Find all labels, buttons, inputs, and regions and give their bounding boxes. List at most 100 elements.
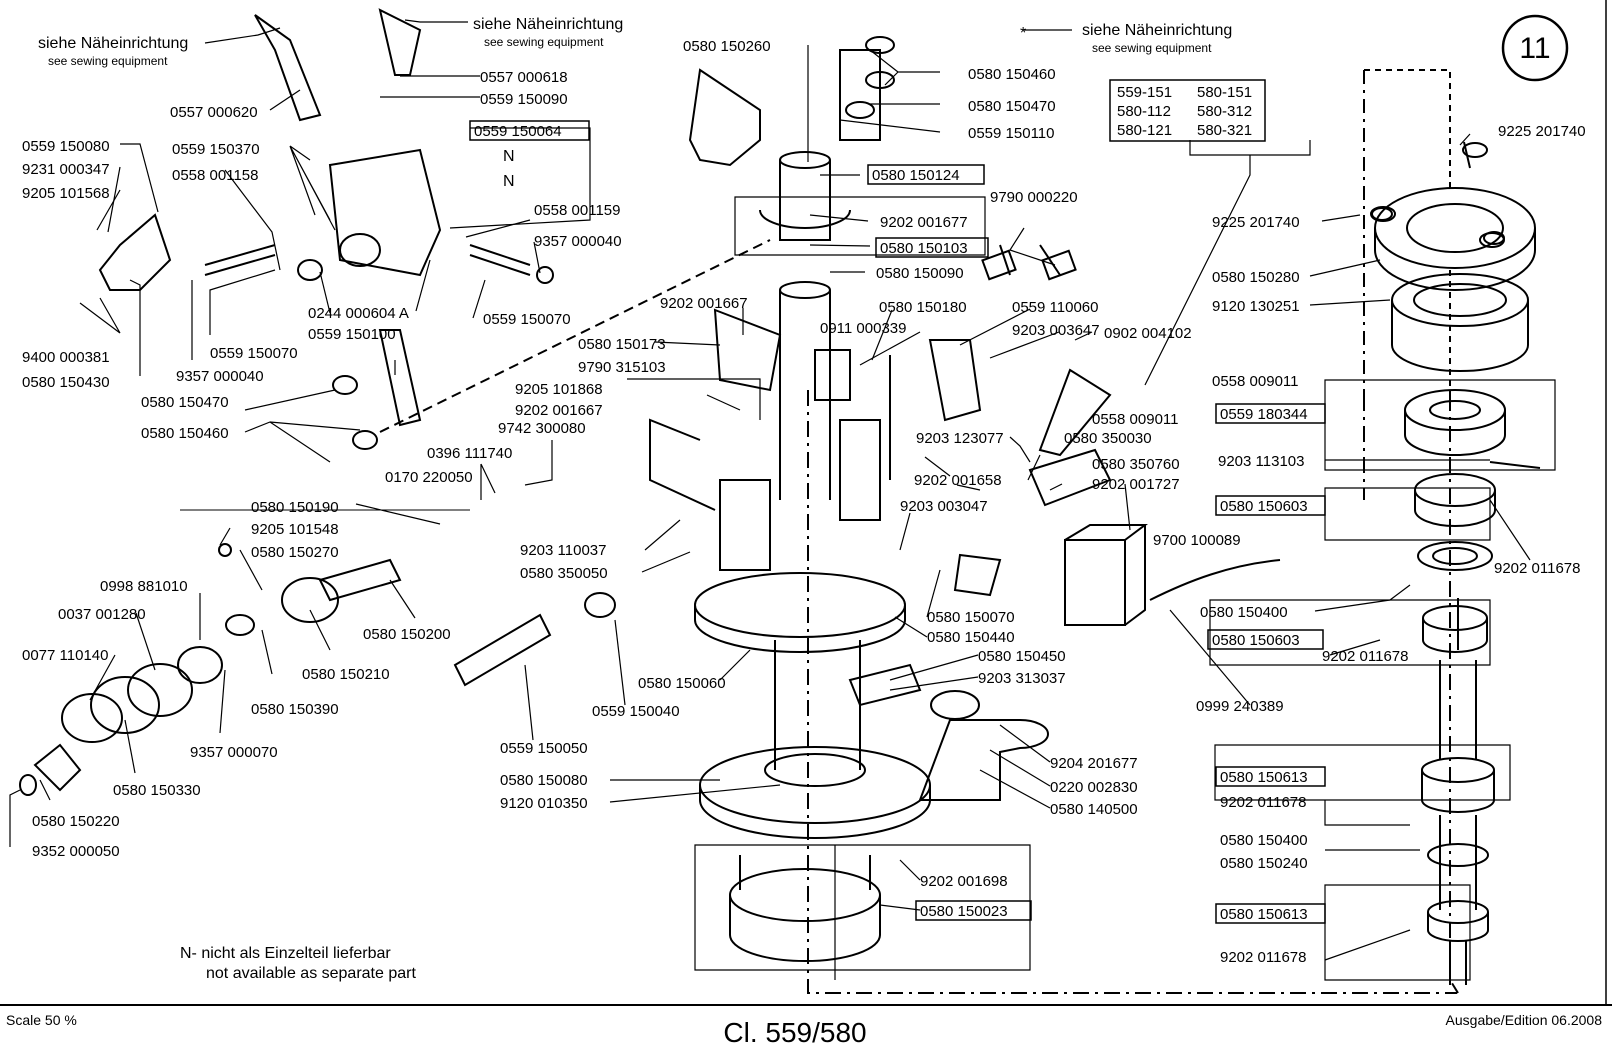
part-label: 9357 000070	[190, 744, 278, 761]
scale-label: Scale 50 %	[6, 1012, 77, 1028]
part-label: 0580 150470	[141, 394, 229, 411]
part-label: 0580 350050	[520, 565, 608, 582]
part-label: 0580 150470	[968, 98, 1056, 115]
class-table-cell: 580-312	[1197, 103, 1252, 120]
part-label: 0580 150460	[141, 425, 229, 442]
part-label: 9202 001658	[914, 472, 1002, 489]
part-label: 9205 101568	[22, 185, 110, 202]
part-label: 0559 150090	[480, 91, 568, 108]
part-label: 0559 150050	[500, 740, 588, 757]
part-label: 9203 123077	[916, 430, 1004, 447]
sewing-note-de-left: siehe Näheinrichtung	[38, 35, 188, 52]
part-label: 0902 004102	[1104, 325, 1192, 342]
part-label: 9202 001667	[660, 295, 748, 312]
class-table-cell: 580-151	[1197, 84, 1252, 101]
part-label: 9205 101868	[515, 381, 603, 398]
page-number: 11	[1519, 32, 1550, 65]
part-label: 0580 150430	[22, 374, 110, 391]
part-label: 0396 111740	[427, 445, 512, 462]
part-label: 0999 240389	[1196, 698, 1284, 715]
part-label: 0580 150390	[251, 701, 339, 718]
n-marker-1: N	[503, 148, 515, 165]
part-label: 0580 150080	[500, 772, 588, 789]
n-marker-2: N	[503, 173, 515, 190]
part-label: 0580 150460	[968, 66, 1056, 83]
class-table-cell: 580-121	[1117, 122, 1172, 139]
part-label: 0077 110140	[22, 647, 108, 664]
part-label: 0557 000620	[170, 104, 258, 121]
part-label: 0580 150190	[251, 499, 339, 516]
asterisk-marker: *	[1020, 25, 1026, 42]
part-label: 0559 150070	[210, 345, 298, 362]
sewing-note-de-right: siehe Näheinrichtung	[1082, 22, 1232, 39]
part-label: 0580 150240	[1220, 855, 1308, 872]
part-label: 0037 001280	[58, 606, 146, 623]
part-label: 9202 001727	[1092, 476, 1180, 493]
part-label: 0244 000604 A	[308, 305, 409, 322]
part-label: 9202 011678	[1220, 949, 1306, 966]
part-label: 0559 150070	[483, 311, 571, 328]
part-label: 0170 220050	[385, 469, 473, 486]
part-label: 9203 110037	[520, 542, 606, 559]
part-label: 0559 150064	[474, 123, 562, 140]
part-label: 0580 150260	[683, 38, 771, 55]
part-label: 9120 130251	[1212, 298, 1300, 315]
exploded-drawing	[19, 8, 1541, 994]
part-label: 9352 000050	[32, 843, 120, 860]
part-label: 0559 150370	[172, 141, 260, 158]
part-label: 0580 150173	[578, 336, 666, 353]
part-label: 9203 313037	[978, 670, 1066, 687]
part-label: 0580 150400	[1200, 604, 1288, 621]
part-label: 0580 150450	[978, 648, 1066, 665]
part-label: 0580 150090	[876, 265, 964, 282]
part-label: 9203 003047	[900, 498, 988, 515]
leader-lines	[9, 19, 1556, 981]
page-number-circle	[1501, 14, 1569, 82]
part-label: 0580 150124	[872, 167, 960, 184]
part-label: 9700 100089	[1153, 532, 1241, 549]
part-label: 0559 110060	[1012, 299, 1098, 316]
part-label: 9357 000040	[534, 233, 622, 250]
part-label: 0558 009011	[1212, 373, 1298, 390]
part-label: 9400 000381	[22, 349, 110, 366]
part-label: 0580 150613	[1220, 769, 1308, 786]
class-table-box	[1109, 79, 1266, 142]
part-label: 0580 150603	[1220, 498, 1308, 515]
class-table-cell: 580-112	[1117, 103, 1171, 120]
edition-label: Ausgabe/Edition 06.2008	[1446, 1012, 1603, 1028]
part-label: 9203 003647	[1012, 322, 1100, 339]
part-label: 0557 000618	[480, 69, 568, 86]
n-note-en: not available as separate part	[206, 965, 416, 982]
sewing-note-de-middle: siehe Näheinrichtung	[473, 16, 623, 33]
part-labels: 0557 000618 0557 000620 0559 150090 0559…	[22, 38, 1586, 966]
part-label: 0559 150110	[968, 125, 1054, 142]
part-label: 0558 009011	[1092, 411, 1178, 428]
part-label: 9204 201677	[1050, 755, 1138, 772]
page-title: Cl. 559/580	[723, 1017, 866, 1048]
part-label: 0911 000339	[820, 320, 906, 337]
part-label: 0580 150070	[927, 609, 1015, 626]
part-label: 0580 150060	[638, 675, 726, 692]
part-label: 0559 180344	[1220, 406, 1308, 423]
part-label: 9202 011678	[1220, 794, 1306, 811]
part-label: 0220 002830	[1050, 779, 1138, 796]
part-label: 0580 150103	[880, 240, 968, 257]
part-label: 0580 150400	[1220, 832, 1308, 849]
part-label: 9205 101548	[251, 521, 339, 538]
sewing-note-en-middle: see sewing equipment	[484, 35, 604, 49]
part-label: 0580 150210	[302, 666, 390, 683]
part-label: 0580 150440	[927, 629, 1015, 646]
part-label: 0559 150040	[592, 703, 680, 720]
part-label: 0580 350760	[1092, 456, 1180, 473]
sewing-note-en-right: see sewing equipment	[1092, 41, 1212, 55]
part-label: 9357 000040	[176, 368, 264, 385]
part-label: 0558 001159	[534, 202, 620, 219]
part-label: 0580 150330	[113, 782, 201, 799]
part-label: 9225 201740	[1212, 214, 1300, 231]
part-label: 0580 150023	[920, 903, 1008, 920]
part-label: 0580 150200	[363, 626, 451, 643]
n-note-de: N- nicht als Einzelteil lieferbar	[180, 945, 391, 962]
part-label: 0559 150080	[22, 138, 110, 155]
part-label: 9202 001677	[880, 214, 968, 231]
part-label: 9202 011678	[1322, 648, 1408, 665]
